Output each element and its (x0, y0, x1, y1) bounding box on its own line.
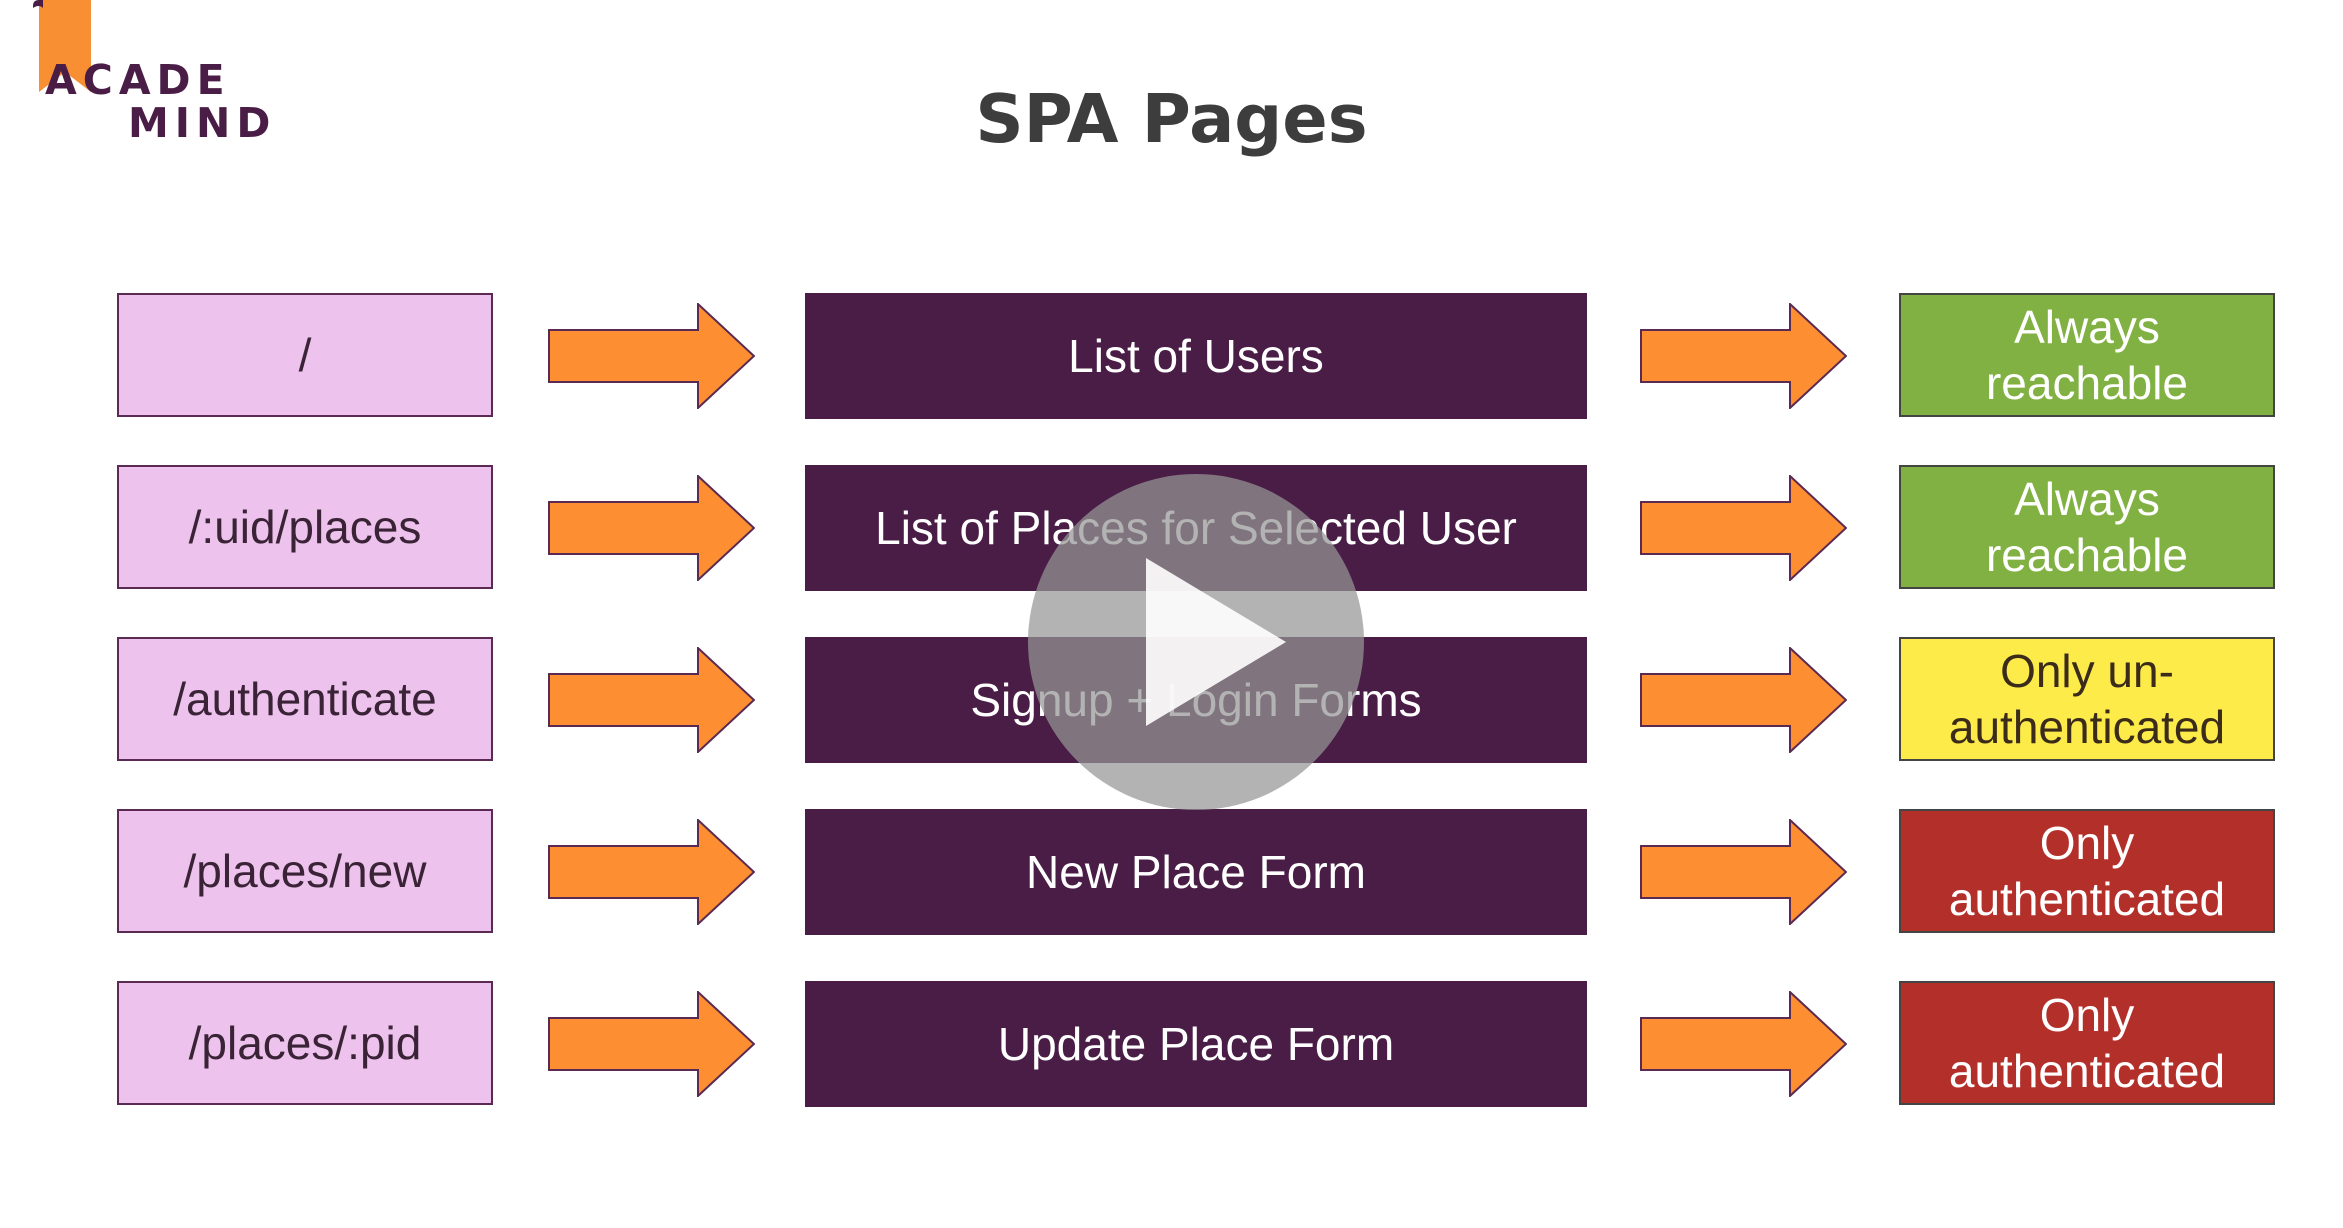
page-name: Update Place Form (805, 981, 1587, 1107)
page-name: List of Users (805, 293, 1587, 419)
route-row: / List of Users Always reachable (0, 293, 2343, 419)
page-name: New Place Form (805, 809, 1587, 935)
arrow-right-icon (1640, 475, 1847, 581)
arrow-right-icon (548, 303, 755, 409)
route-row: /places/:pid Update Place Form Only auth… (0, 981, 2343, 1107)
arrow-right-icon (1640, 991, 1847, 1097)
arrow-right-icon (548, 819, 755, 925)
arrow-right-icon (1640, 303, 1847, 409)
logo-text-line1: ACADE (45, 56, 231, 104)
play-icon (1146, 558, 1286, 726)
access-status: Only authenticated (1899, 981, 2275, 1105)
route-path: /places/new (117, 809, 493, 933)
route-row: /places/new New Place Form Only authenti… (0, 809, 2343, 935)
logo-text-line2: MIND (128, 99, 277, 147)
route-path: / (117, 293, 493, 417)
access-status: Always reachable (1899, 465, 2275, 589)
route-row: /:uid/places List of Places for Selected… (0, 465, 2343, 591)
route-path: /authenticate (117, 637, 493, 761)
play-button[interactable] (1028, 474, 1364, 810)
route-path: /places/:pid (117, 981, 493, 1105)
arrow-right-icon (548, 475, 755, 581)
access-status: Only un- authenticated (1899, 637, 2275, 761)
bookmark-icon (33, 0, 91, 92)
route-path: /:uid/places (117, 465, 493, 589)
access-status: Always reachable (1899, 293, 2275, 417)
arrow-right-icon (548, 991, 755, 1097)
slide-title: SPA Pages (975, 80, 1368, 158)
academind-logo: ACADE MIND (15, 0, 270, 150)
arrow-right-icon (1640, 647, 1847, 753)
arrow-right-icon (1640, 819, 1847, 925)
access-status: Only authenticated (1899, 809, 2275, 933)
arrow-right-icon (548, 647, 755, 753)
